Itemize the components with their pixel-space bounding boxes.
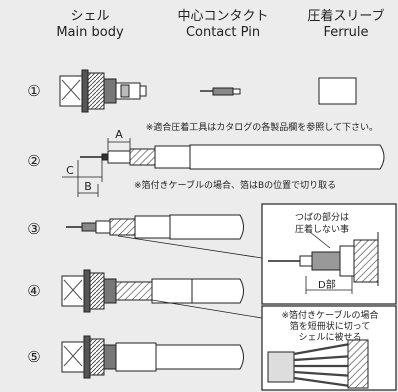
connector-on-cable-drawing	[61, 269, 263, 319]
cable-with-pin-drawing	[66, 214, 263, 259]
dimension-d-label: D部	[318, 278, 336, 291]
dimension-a	[107, 138, 131, 150]
dimension-c	[62, 160, 103, 182]
dimension-a-label: A	[115, 128, 123, 141]
step-2-number: ②	[27, 152, 40, 170]
crimp-tool-note: ※適合圧着工具はカタログの各製品欄を参照して下さい。	[146, 121, 378, 133]
step-4-number: ④	[27, 282, 40, 300]
step-3-number: ③	[27, 220, 40, 238]
ferrule-label-jp: 圧着スリーブ	[307, 8, 384, 24]
ferrule-drawing	[318, 77, 357, 105]
dimension-b	[77, 160, 99, 197]
foil-b-note: ※箔付きケーブルの場合、箔はBの位置で切り取る	[134, 179, 336, 191]
main-body-label-jp: シェル	[70, 9, 109, 24]
flange-note-line-2: 圧着しない事	[295, 223, 349, 235]
flange-detail-callout	[261, 203, 397, 305]
finished-assembly-drawing	[61, 335, 244, 379]
flange-note-line-1: つばの部分は	[295, 211, 349, 223]
contact-pin-drawing	[200, 87, 241, 96]
step-1-number: ①	[27, 82, 40, 100]
stripped-cable-drawing	[80, 144, 385, 170]
dimension-c-label: C	[66, 164, 74, 177]
dimension-b-label: B	[84, 180, 92, 193]
bnc-main-body-drawing	[59, 69, 147, 113]
main-body-label-en: Main body	[56, 25, 124, 40]
contact-pin-label-en: Contact Pin	[186, 25, 260, 40]
foil-cut-note-line-1: ※箔付きケーブルの場合	[281, 309, 378, 321]
step-5-number: ⑤	[27, 348, 40, 366]
foil-strip-detail-callout	[261, 305, 397, 391]
contact-pin-label-jp: 中心コンタクト	[177, 9, 268, 24]
foil-cut-note-line-3: シェルに被せる	[298, 331, 361, 343]
foil-cut-note-line-2: 箔を短冊状に切って	[290, 320, 371, 332]
ferrule-label-en: Ferrule	[323, 25, 368, 40]
